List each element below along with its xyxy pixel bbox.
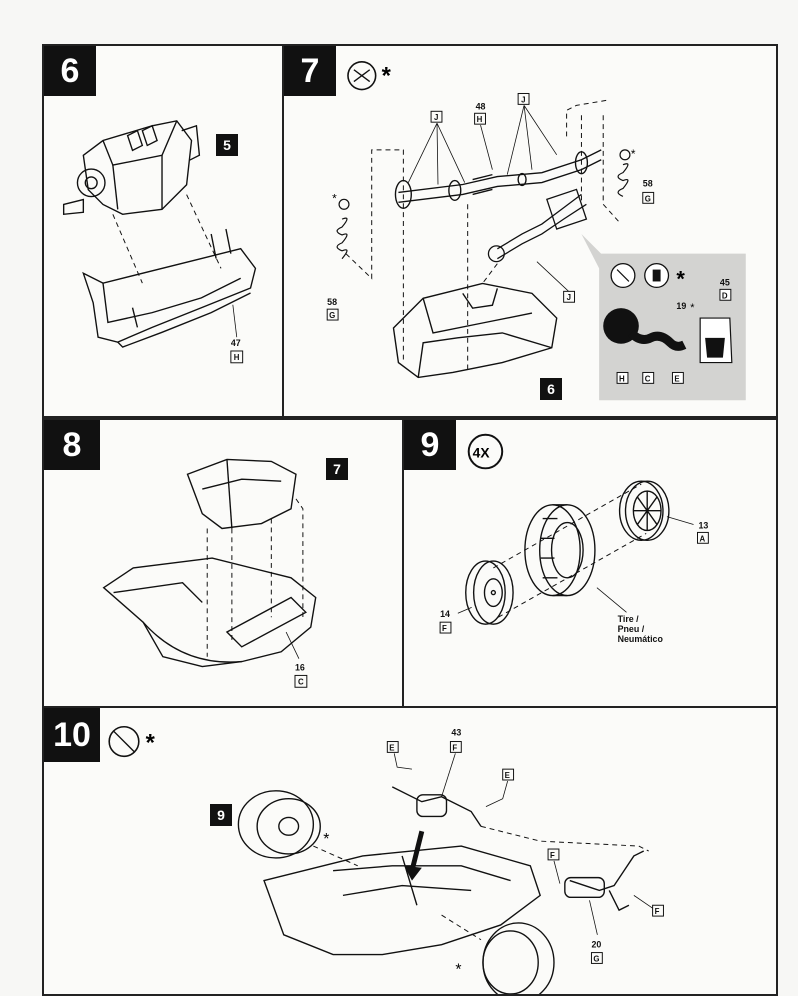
step-number: 7: [284, 46, 336, 96]
wheel-drawing: 4X: [439, 433, 709, 644]
asterisk: *: [690, 302, 695, 314]
part-letter: F: [452, 743, 457, 752]
step-10-panel: 10 9 * *: [42, 706, 778, 996]
part-number: 43: [451, 728, 461, 738]
part-letter-J: J: [434, 113, 438, 122]
part-letter: H: [477, 115, 483, 124]
part-letter-E: E: [505, 771, 510, 780]
reference-badge: 6: [540, 378, 562, 400]
asterisk: *: [323, 831, 329, 848]
part-letter: C: [645, 374, 651, 383]
part-letter-J: J: [567, 293, 571, 302]
part-letter: H: [619, 374, 625, 383]
wheel: [465, 560, 514, 625]
part-letter: F: [442, 624, 447, 633]
part-letter: G: [593, 954, 599, 963]
asterisk: *: [332, 191, 337, 205]
tire-label: Pneu /: [618, 624, 645, 634]
reference-badge: 7: [326, 458, 348, 480]
no-glue-icon: [610, 263, 636, 289]
exhaust-drawing: * *: [108, 725, 664, 994]
part-number: 58: [643, 178, 653, 188]
asterisk: *: [631, 147, 636, 161]
part-number: 16: [295, 662, 305, 672]
tire-label: Tire /: [618, 614, 640, 624]
step-number: 9: [404, 420, 456, 470]
part-letter: E: [674, 374, 679, 383]
quantity-badge: 4X: [473, 445, 491, 460]
asterisk: *: [382, 64, 392, 90]
no-glue-icon: [108, 725, 140, 758]
asterisk: *: [455, 961, 461, 978]
part-number: 45: [720, 277, 730, 287]
asterisk: *: [676, 266, 685, 291]
part-letter: G: [645, 194, 651, 203]
part-letter: C: [298, 677, 304, 686]
step-7-panel: 7 *: [282, 44, 778, 418]
part-letter-F: F: [550, 851, 555, 860]
part-number: 47: [231, 338, 241, 348]
step-6-panel: 6 5: [42, 44, 284, 418]
asterisk: *: [146, 730, 156, 756]
step-9-panel: 9 4X: [402, 418, 778, 708]
reference-badge: 9: [210, 804, 232, 826]
part-number: 13: [698, 520, 708, 530]
step-8-panel: 8 7 16 C: [42, 418, 404, 708]
part-number: 48: [476, 101, 486, 111]
part-letter-J: J: [521, 95, 525, 104]
engine-frame-drawing: 47 H: [62, 120, 257, 364]
part-number: 20: [591, 940, 601, 950]
part-letter: G: [329, 311, 335, 320]
part-letter-E: E: [389, 743, 394, 752]
tire-label: Neumático: [618, 634, 664, 644]
step-number: 8: [44, 420, 100, 470]
reference-badge: 5: [216, 134, 238, 156]
part-number: 14: [440, 609, 450, 619]
detail-inset: * 45 D 19 * H C E: [581, 233, 746, 401]
part-letter: A: [699, 534, 705, 543]
part-letter-F: F: [655, 907, 660, 916]
hub: [618, 480, 670, 542]
part-letter: H: [234, 353, 240, 362]
paint-icon: [347, 61, 377, 91]
step-number: 10: [44, 708, 100, 762]
step-number: 6: [44, 46, 96, 96]
part-number: 58: [327, 297, 337, 307]
part-letter: D: [722, 291, 728, 300]
glue-icon: [644, 263, 670, 289]
part-number: 19: [676, 301, 686, 311]
chassis-drawing: 16 C: [102, 458, 317, 688]
tire: [237, 790, 321, 859]
driveshaft-drawing: *: [326, 61, 746, 401]
